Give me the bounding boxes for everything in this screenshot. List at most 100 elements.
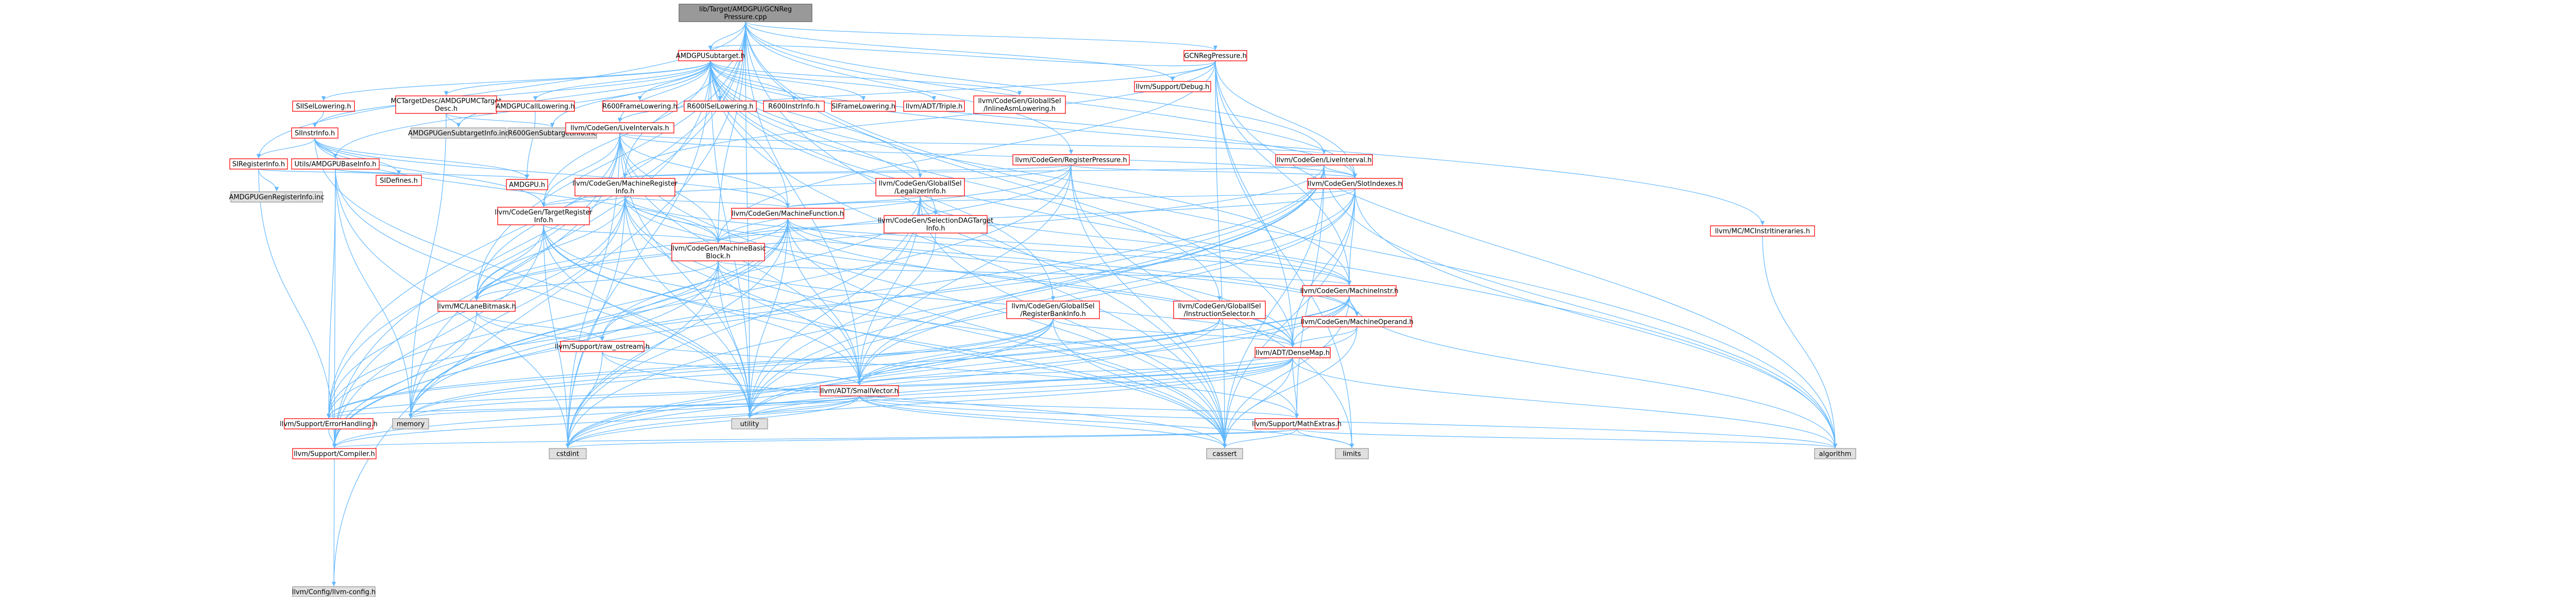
node-label: llvm/Support/raw_ostream.h	[555, 343, 650, 351]
edge-gcnrp-to-debug	[1170, 60, 1216, 81]
edge-lanebm-to-rawos	[476, 311, 605, 341]
edge-slotindexes-to-smallvec	[857, 188, 1355, 386]
node-label: llvm/CodeGen/MachineBasic	[671, 245, 766, 253]
node-amdsub[interactable]: AMDGPUSubtarget.h	[676, 50, 745, 61]
edge-mri-to-lanebm	[474, 195, 625, 301]
node-liveinterval[interactable]: llvm/CodeGen/LiveInterval.h	[1275, 154, 1373, 165]
node-compiler[interactable]: llvm/Support/Compiler.h	[292, 448, 377, 459]
node-label: llvm/CodeGen/SlotIndexes.h	[1308, 180, 1402, 188]
edge-root-to-utility	[745, 21, 752, 419]
edge-mf-to-cassert	[787, 218, 1227, 449]
node-label: llvm/ADT/DenseMap.h	[1256, 350, 1330, 357]
node-label: SIRegisterInfo.h	[232, 161, 285, 169]
edge-tri-to-smallvec	[543, 224, 862, 386]
node-llvmcfg: llvm/Config/llvm-config.h	[292, 586, 376, 597]
edge-densemap-to-cassert	[1222, 357, 1293, 449]
node-mop[interactable]: llvm/CodeGen/MachineOperand.h	[1300, 316, 1414, 327]
node-label: SIFrameLowering.h	[832, 103, 895, 111]
node-siregs[interactable]: SIRegisterInfo.h	[229, 158, 288, 170]
node-r600isel[interactable]: R600ISelLowering.h	[684, 101, 757, 112]
edge-tri-to-cassert	[543, 224, 1227, 449]
node-r600inst[interactable]: R600InstrInfo.h	[763, 101, 825, 112]
node-label: llvm/CodeGen/GlobalISel	[978, 97, 1061, 105]
node-instsel[interactable]: llvm/CodeGen/GlobalISel/InstructionSelec…	[1173, 301, 1266, 319]
edge-amdbase-to-amdgpuh	[335, 169, 529, 179]
edge-mbb-to-rawos	[600, 260, 719, 341]
node-label: Desc.h	[435, 105, 457, 113]
node-triple[interactable]: llvm/ADT/Triple.h	[903, 101, 965, 112]
edge-slotindexes-to-densemap	[1290, 188, 1355, 347]
edge-mri-to-tri	[541, 195, 625, 207]
edge-slotindexes-to-algorithm	[1354, 188, 1838, 449]
node-label: SIISelLowering.h	[296, 103, 351, 111]
edge-liveinterval-to-algorithm	[1324, 164, 1838, 449]
node-label: R600InstrInfo.h	[768, 103, 820, 111]
edge-tri-to-utility	[543, 224, 752, 419]
node-amdcall[interactable]: AMDGPUCallLowering.h	[496, 101, 575, 112]
node-liveintervals[interactable]: llvm/CodeGen/LiveIntervals.h	[565, 122, 674, 134]
node-label: SIDefines.h	[380, 177, 418, 185]
node-regpressure[interactable]: llvm/CodeGen/RegisterPressure.h	[1012, 154, 1130, 165]
edge-gcnrp-to-amdsub	[708, 45, 1216, 67]
node-debug[interactable]: llvm/Support/Debug.h	[1134, 81, 1211, 92]
edge-siinstr-to-mbb	[314, 138, 721, 243]
node-r600frame[interactable]: R600FrameLowering.h	[602, 101, 677, 112]
edge-siregs-to-compiler	[258, 169, 337, 449]
node-mcinstritin[interactable]: llvm/MC/MCInstrItineraries.h	[1710, 225, 1815, 237]
edge-amdsub-to-cassert	[710, 60, 1227, 449]
node-minstr[interactable]: llvm/CodeGen/MachineInstr.h	[1300, 285, 1399, 296]
edge-mbb-to-compiler	[332, 260, 719, 449]
node-sidefines[interactable]: SIDefines.h	[376, 175, 422, 186]
edge-amdsub-to-siframe	[710, 60, 866, 101]
node-rawos[interactable]: llvm/Support/raw_ostream.h	[555, 341, 650, 352]
edge-liveinterval-to-cstdint	[565, 164, 1325, 449]
node-label: AMDGPU.h	[509, 181, 545, 189]
node-root[interactable]: lib/Target/AMDGPU/GCNRegPressure.cpp	[679, 4, 812, 22]
edge-tri-to-mathx	[543, 224, 1299, 419]
node-cstdint: cstdint	[549, 448, 587, 459]
node-amdbase[interactable]: Utils/AMDGPUBaseInfo.h	[291, 158, 380, 170]
node-mf[interactable]: llvm/CodeGen/MachineFunction.h	[731, 208, 844, 219]
edge-minstr-to-mop	[1349, 295, 1360, 317]
node-legalizer[interactable]: llvm/CodeGen/GlobalISel/LegalizerInfo.h	[875, 178, 965, 196]
node-smallvec[interactable]: llvm/ADT/SmallVector.h	[820, 385, 899, 396]
node-label: utility	[740, 421, 759, 428]
edge-mf-to-memory	[408, 218, 788, 419]
node-gcnrp[interactable]: GCNRegPressure.h	[1183, 50, 1247, 61]
node-label: llvm/Support/Debug.h	[1136, 84, 1210, 91]
node-label: lib/Target/AMDGPU/GCNReg	[699, 6, 792, 13]
node-utility: utility	[731, 418, 768, 429]
edge-smallvec-to-cassert	[859, 395, 1227, 449]
node-label: SIInstrInfo.h	[295, 130, 335, 138]
edge-mri-to-memory	[408, 195, 625, 419]
node-slotindexes[interactable]: llvm/CodeGen/SlotIndexes.h	[1307, 178, 1403, 189]
edge-amdsub-to-algorithm	[710, 60, 1838, 449]
node-mathx[interactable]: llvm/Support/MathExtras.h	[1252, 418, 1342, 429]
node-label: llvm/CodeGen/MachineInstr.h	[1300, 288, 1399, 295]
edge-smallvec-to-algorithm	[859, 395, 1837, 449]
edge-amdsub-to-r600frame	[637, 60, 711, 101]
node-sisell[interactable]: SIISelLowering.h	[292, 101, 355, 112]
node-lanebm[interactable]: llvm/MC/LaneBitmask.h	[437, 301, 516, 312]
node-label: llvm/CodeGen/RegisterPressure.h	[1015, 157, 1127, 164]
node-inlineasm[interactable]: llvm/CodeGen/GlobalISel/InlineAsmLowerin…	[973, 95, 1066, 114]
edge-root-to-regpressure	[745, 21, 1074, 155]
edge-siregs-to-amdgenreg	[258, 169, 279, 192]
node-siframe[interactable]: SIFrameLowering.h	[831, 101, 896, 112]
edge-liveintervals-to-liveinterval	[619, 132, 1326, 155]
edge-slotindexes-to-mbb	[716, 188, 1355, 243]
node-errh[interactable]: llvm/Support/ErrorHandling.h	[280, 418, 378, 429]
edge-regpressure-to-mri	[623, 164, 1072, 178]
node-amdgpuh[interactable]: AMDGPU.h	[506, 179, 548, 190]
node-regbank[interactable]: llvm/CodeGen/GlobalISel/RegisterBankInfo…	[1006, 301, 1100, 319]
edge-amdbase-to-compiler	[332, 169, 337, 449]
node-label: llvm/CodeGen/MachineRegister	[572, 180, 678, 188]
node-siinstr[interactable]: SIInstrInfo.h	[291, 127, 338, 139]
node-densemap[interactable]: llvm/ADT/DenseMap.h	[1255, 347, 1331, 358]
node-label: llvm/CodeGen/GlobalISel	[1178, 303, 1261, 310]
